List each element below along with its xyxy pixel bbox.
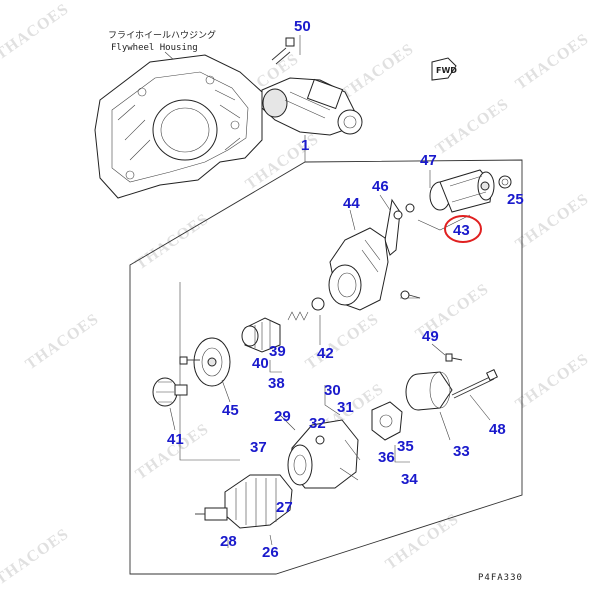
callout-48[interactable]: 48 — [489, 421, 506, 438]
callout-50[interactable]: 50 — [294, 18, 311, 35]
solenoid-43 — [429, 169, 495, 213]
callout-26[interactable]: 26 — [262, 544, 279, 561]
leader-29 — [279, 414, 296, 431]
watermark: THACOES — [0, 525, 72, 588]
watermark: THACOES — [513, 30, 593, 93]
callout-31[interactable]: 31 — [337, 399, 354, 416]
callout-30[interactable]: 30 — [324, 382, 341, 399]
callout-1[interactable]: 1 — [301, 137, 309, 154]
highlight-ring-43 — [444, 215, 482, 243]
callout-37[interactable]: 37 — [250, 439, 267, 456]
ring-33 — [405, 371, 453, 411]
leader-34 — [394, 445, 410, 463]
watermark: THACOES — [513, 190, 593, 253]
spring-42 — [287, 297, 325, 321]
leader-33 — [439, 411, 451, 441]
leader-41 — [169, 407, 176, 431]
housing-title-en: Flywheel Housing — [111, 43, 198, 53]
callout-46[interactable]: 46 — [372, 178, 389, 195]
watermark: THACOES — [383, 510, 463, 573]
gear-41 — [152, 377, 188, 407]
leader-49 — [431, 343, 446, 356]
callout-47[interactable]: 47 — [420, 152, 437, 169]
bolt-50 — [271, 37, 295, 65]
callout-25[interactable]: 25 — [507, 191, 524, 208]
watermark: THACOES — [133, 210, 213, 273]
callout-43[interactable]: 43 — [453, 222, 470, 239]
watermark: THACOES — [133, 420, 213, 483]
assembly-frame — [129, 159, 523, 575]
leader-38 — [269, 360, 282, 373]
callout-33[interactable]: 33 — [453, 443, 470, 460]
leader-46 — [379, 194, 391, 211]
starter-motor-assembly — [261, 77, 363, 136]
callout-42[interactable]: 42 — [317, 345, 334, 362]
housing-title-jp: フライホイールハウジング — [108, 29, 216, 41]
screw-frame — [179, 356, 200, 365]
nut-25 — [498, 175, 512, 189]
leader-44 — [349, 209, 356, 231]
armature-26 — [195, 474, 293, 529]
callout-29[interactable]: 29 — [274, 408, 291, 425]
callout-27[interactable]: 27 — [276, 499, 293, 516]
watermark: THACOES — [303, 310, 383, 373]
fwd-arrow-icon: FWD — [431, 57, 457, 81]
yoke-assembly-29 — [287, 419, 361, 489]
callout-44[interactable]: 44 — [343, 195, 360, 212]
fwd-label: FWD — [436, 66, 457, 75]
brush-holder-35 — [371, 401, 403, 441]
callouts: 50 1 47 46 44 25 43 49 40 39 42 38 45 41… — [167, 18, 524, 561]
callout-49[interactable]: 49 — [422, 328, 439, 345]
watermark: THACOES — [0, 0, 72, 63]
callout-38[interactable]: 38 — [268, 375, 285, 392]
leader-45 — [221, 379, 231, 403]
flywheel-housing — [94, 54, 263, 199]
callout-36[interactable]: 36 — [378, 449, 395, 466]
front-housing-44 — [328, 227, 389, 311]
watermark: THACOES — [338, 40, 418, 103]
callout-41[interactable]: 41 — [167, 431, 184, 448]
watermark: THACOES — [433, 95, 513, 158]
through-bolt-48 — [451, 369, 498, 399]
callout-45[interactable]: 45 — [222, 402, 239, 419]
bolt-49 — [445, 353, 463, 362]
callout-34[interactable]: 34 — [401, 471, 418, 488]
watermark: THACOES — [513, 350, 593, 413]
leader-30 — [324, 385, 341, 416]
callout-32[interactable]: 32 — [309, 415, 326, 432]
overrunning-clutch-39 — [241, 317, 281, 353]
callout-35[interactable]: 35 — [397, 438, 414, 455]
leader-26 — [269, 534, 273, 546]
callout-39[interactable]: 39 — [269, 343, 286, 360]
plate-45 — [193, 337, 231, 387]
lever-46 — [384, 198, 415, 256]
watermark: THACOES — [23, 310, 103, 373]
bolt-housing — [400, 290, 421, 300]
callout-28[interactable]: 28 — [220, 533, 237, 550]
leader-43 — [417, 214, 471, 231]
leader-48 — [469, 394, 491, 421]
callout-40[interactable]: 40 — [252, 355, 269, 372]
diagram-code: P4FA330 — [478, 573, 523, 583]
